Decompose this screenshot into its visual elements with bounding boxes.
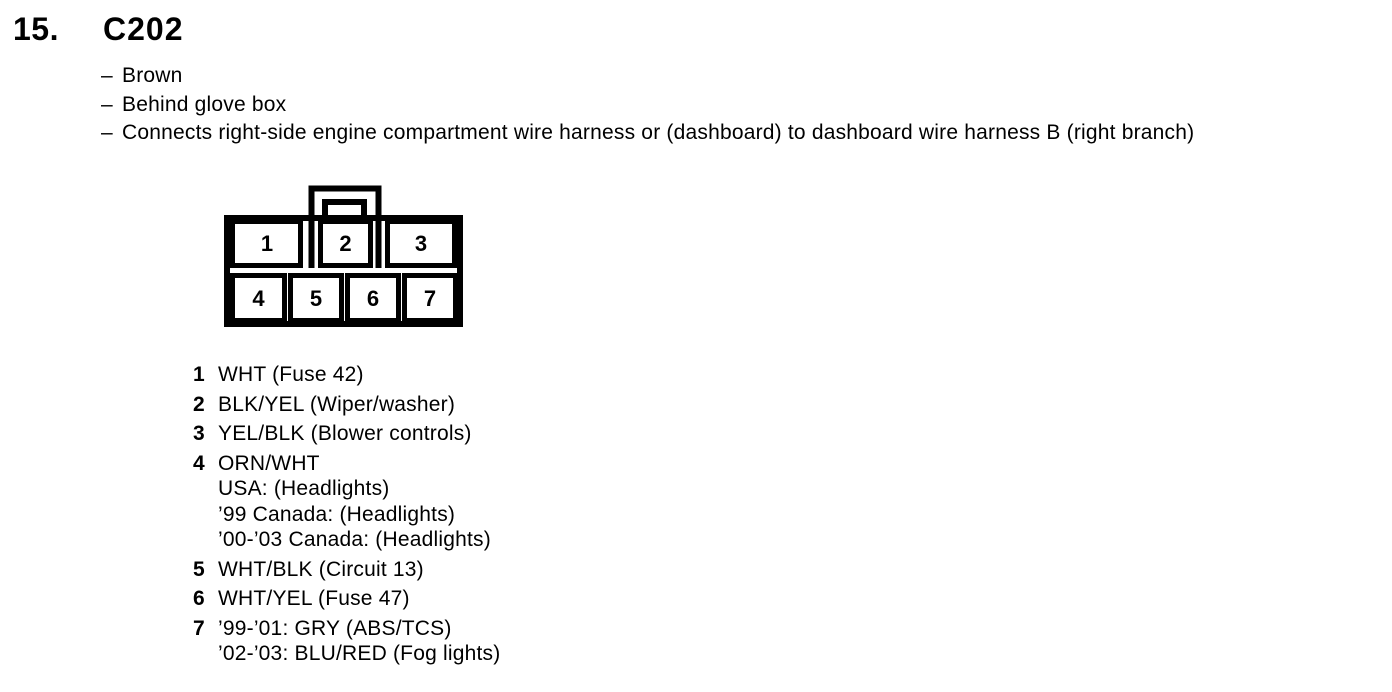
detail-text: Behind glove box [122,92,287,116]
pin-wire-label: WHT (Fuse 42) [218,363,364,386]
detail-line-function: – Connects right-side engine compartment… [101,119,1194,148]
pin-wire-variant: ’00-’03 Canada: (Headlights) [218,528,491,551]
pin-cavity-4-number: 4 [252,286,265,311]
pin-wire-label: ORN/WHT [218,451,320,475]
pin-cavity-6-number: 6 [367,286,379,311]
detail-text: Connects right-side engine compartment w… [122,121,1195,144]
connector-shell [224,215,463,327]
detail-text: Brown [122,64,183,87]
dash-bullet: – [101,121,113,144]
pin-cavity-5-number: 5 [310,286,322,311]
pin-number: 4 [193,451,205,475]
section-number: 15. [13,11,59,47]
pin-cavity-2-number: 2 [339,231,351,256]
pin-cavity-2 [318,219,373,268]
pin-number: 7 [193,616,205,640]
pin-wire-label: ’99-’01: GRY (ABS/TCS) [218,616,452,640]
pin-number: 6 [193,587,205,610]
pin-number: 2 [193,392,205,416]
pin-cavity-1-number: 1 [261,231,273,256]
pin-cavity-1 [230,219,303,268]
pin-item-5: 5 WHT/BLK (Circuit 13) [193,557,500,583]
pin-item-1: 1 WHT (Fuse 42) [193,362,500,388]
detail-line-color: – Brown [101,62,1194,91]
pin-assignment-list: 1 WHT (Fuse 42) 2 BLK/YEL (Wiper/washer)… [193,362,500,671]
pin-wire-label: WHT/BLK (Circuit 13) [218,557,424,581]
pin-number: 5 [193,557,205,581]
pin-wire-label: BLK/YEL (Wiper/washer) [218,392,456,416]
pin-item-6: 6 WHT/YEL (Fuse 47) [193,586,500,612]
pin-cavity-5 [288,273,344,323]
pin-cavity-3 [385,219,457,268]
pin-wire-label: YEL/BLK (Blower controls) [218,422,472,445]
pin-wire-label: WHT/YEL (Fuse 47) [218,587,410,610]
dash-bullet: – [101,92,113,116]
pin-item-3: 3 YEL/BLK (Blower controls) [193,421,500,447]
pin-item-7: 7 ’99-’01: GRY (ABS/TCS) ’02-’03: BLU/RE… [193,616,500,667]
pin-item-4: 4 ORN/WHT USA: (Headlights) ’99 Canada: … [193,451,500,553]
pin-wire-variant: ’99 Canada: (Headlights) [218,502,456,526]
pin-wire-variant: ’02-’03: BLU/RED (Fog lights) [218,642,501,665]
connector-id-title: C202 [103,11,184,47]
connector-latch-outer [308,185,382,268]
dash-bullet: – [101,64,113,87]
pin-cavity-7-number: 7 [424,286,436,311]
pin-wire-variant: USA: (Headlights) [218,477,390,500]
pin-item-2: 2 BLK/YEL (Wiper/washer) [193,392,500,418]
detail-line-location: – Behind glove box [101,91,1194,120]
connector-details-list: – Brown – Behind glove box – Connects ri… [101,62,1194,148]
pin-cavity-3-number: 3 [415,231,427,256]
pin-cavity-6 [345,273,401,323]
connector-pinout-diagram: 1 2 3 4 5 6 7 [224,185,463,327]
pin-number: 3 [193,422,205,445]
pin-cavity-4 [230,273,287,323]
pin-cavity-7 [402,273,458,323]
pin-number: 1 [193,363,205,386]
